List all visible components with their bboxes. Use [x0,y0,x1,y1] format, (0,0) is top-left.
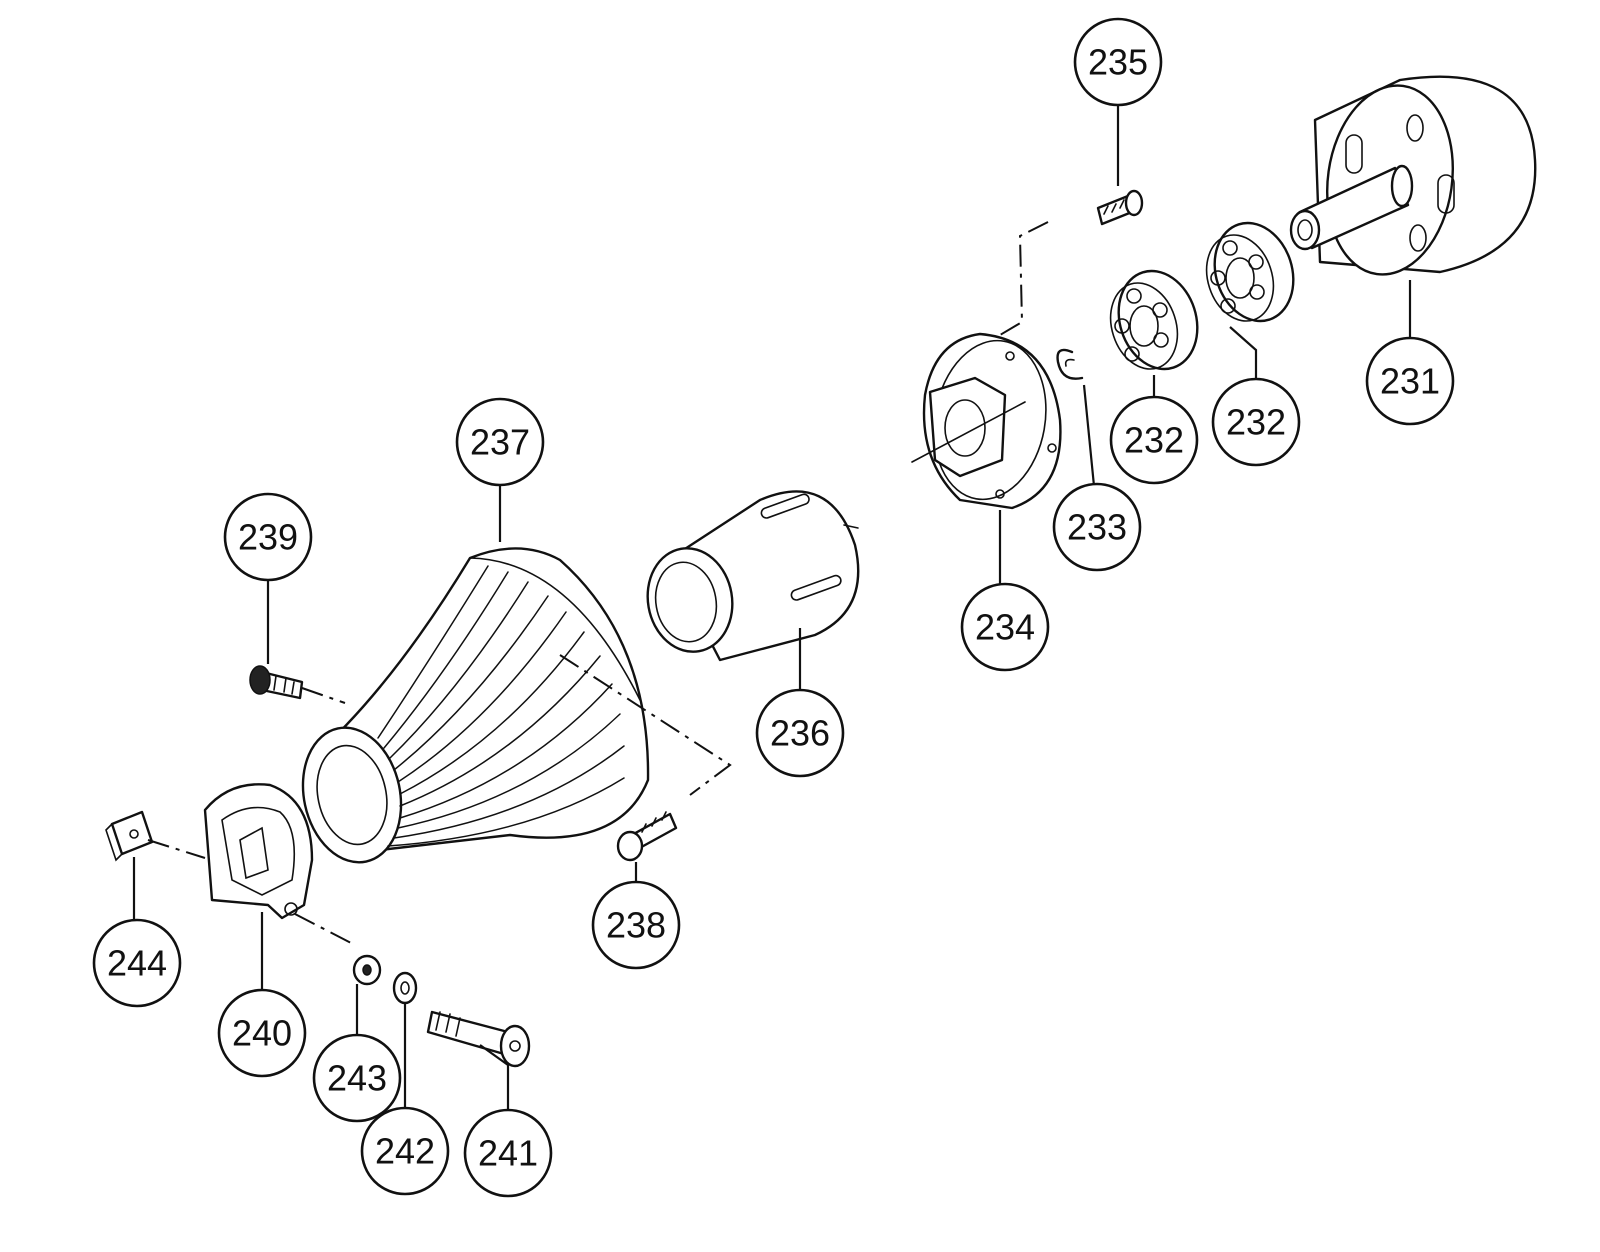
callout-235-label: 235 [1088,42,1148,83]
callout-232-right: 232 [1211,377,1301,467]
callout-240: 240 [217,988,307,1078]
callout-236: 236 [755,688,845,778]
callout-233: 233 [1052,482,1142,572]
part-243-washer [352,954,382,986]
callout-231: 231 [1365,336,1455,426]
callout-231-label: 231 [1380,361,1440,402]
callout-243-label: 243 [327,1058,387,1099]
callout-234-label: 234 [975,607,1035,648]
part-231-clutch-drum [1289,75,1537,276]
callout-240-label: 240 [232,1013,292,1054]
callout-241-label: 241 [478,1133,538,1174]
callout-234: 234 [960,582,1050,672]
callout-232-left-label: 232 [1124,420,1184,461]
callout-232-left: 232 [1109,395,1199,485]
part-236-sleeve [646,490,860,662]
part-241-bolt [426,1010,531,1068]
part-239-screw [249,665,304,700]
leader-lines [132,105,1412,1110]
callout-238: 238 [591,880,681,970]
callout-242-label: 242 [375,1131,435,1172]
callout-233-label: 233 [1067,507,1127,548]
callout-239: 239 [223,492,313,582]
part-232-bearing-right [1205,221,1295,323]
callout-237-label: 237 [470,422,530,463]
part-244-nut [105,810,154,862]
part-242-lock-washer [392,971,418,1005]
part-237-cone-housing [301,547,650,864]
callout-238-label: 238 [606,905,666,946]
callout-232-right-label: 232 [1226,402,1286,443]
callout-236-label: 236 [770,713,830,754]
callout-239-label: 239 [238,517,298,558]
callout-242: 242 [360,1106,450,1196]
callout-244: 244 [92,918,182,1008]
part-238-screw [616,811,678,862]
part-235-screw [1096,189,1144,226]
part-234-housing-plate [911,332,1062,510]
part-240-bracket [203,783,314,920]
callout-237: 237 [455,397,545,487]
callout-243: 243 [312,1033,402,1123]
callout-244-label: 244 [107,943,167,984]
part-232-bearing-left [1109,269,1199,371]
callout-241: 241 [463,1108,553,1198]
center-lines [147,221,1049,946]
callout-235: 235 [1073,17,1163,107]
part-233-snap-ring [1056,348,1084,380]
